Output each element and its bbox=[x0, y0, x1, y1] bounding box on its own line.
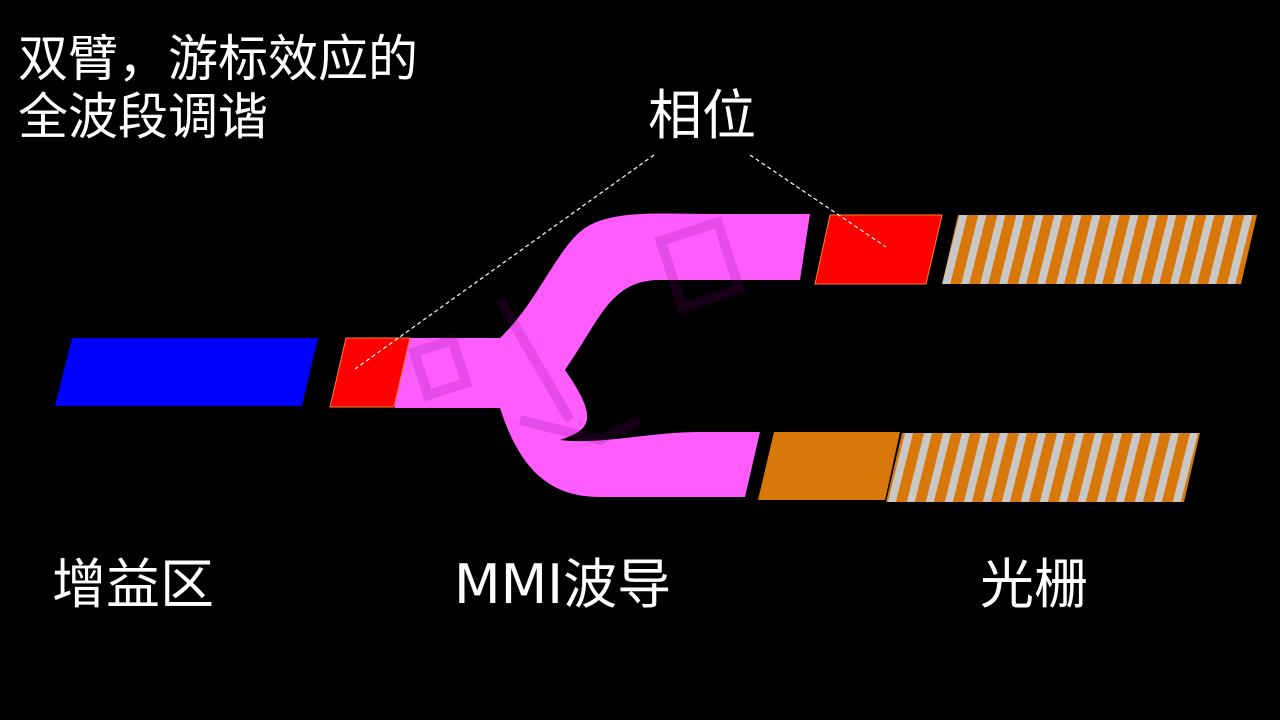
phase-pointer-right bbox=[749, 154, 887, 248]
gain-region-block bbox=[55, 338, 318, 406]
grating-upper bbox=[942, 215, 1257, 284]
gain-region-label: 增益区 bbox=[52, 553, 214, 616]
mmi-waveguide bbox=[395, 213, 810, 498]
phase-section-left bbox=[329, 337, 411, 408]
grating-lower-solid bbox=[758, 432, 900, 500]
slide-title: 双臂，游标效应的 全波段调谐 bbox=[18, 30, 418, 146]
grating-label: 光栅 bbox=[980, 553, 1088, 616]
phase-label: 相位 bbox=[648, 84, 756, 147]
phase-section-top bbox=[814, 214, 943, 285]
mmi-waveguide-label: MMI波导 bbox=[454, 553, 672, 616]
title-line-2: 全波段调谐 bbox=[18, 88, 268, 146]
grating-lower bbox=[886, 433, 1200, 502]
phase-pointer-left bbox=[354, 154, 655, 370]
watermark bbox=[407, 216, 746, 446]
title-line-1: 双臂，游标效应的 bbox=[18, 30, 418, 88]
